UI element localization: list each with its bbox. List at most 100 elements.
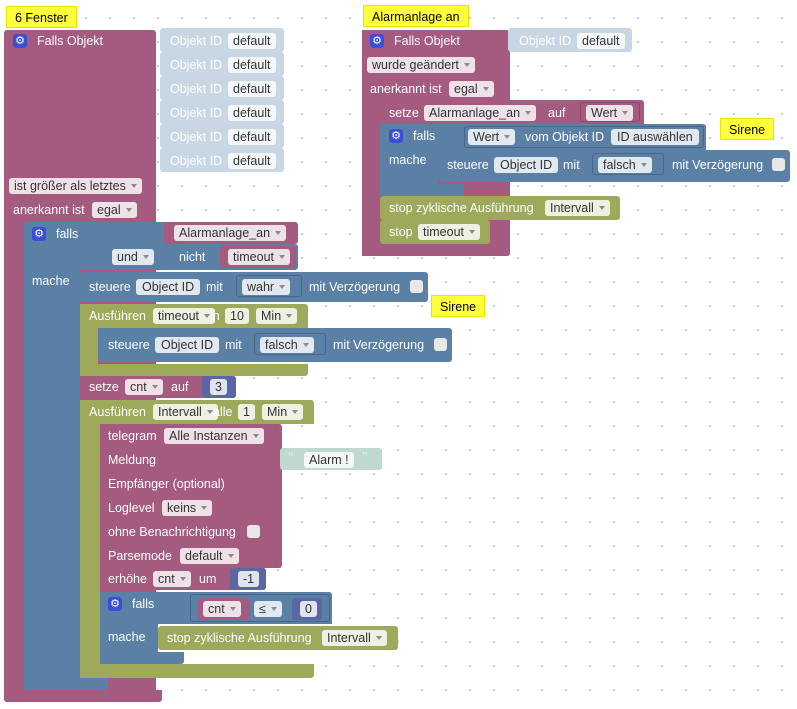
- left-object-label: Objekt ID: [170, 106, 223, 120]
- left-if-label: falls: [56, 227, 79, 241]
- right-select-id-field[interactable]: ID auswählen: [611, 129, 699, 145]
- left-parsemode-dropdown[interactable]: default: [180, 548, 239, 564]
- left-timeout-value-field[interactable]: 10: [225, 308, 249, 324]
- right-to-label: auf: [548, 106, 566, 120]
- left-not-label: nicht: [179, 250, 206, 264]
- left-interval-var-dropdown[interactable]: Intervall: [153, 404, 218, 420]
- left-object-label: Objekt ID: [170, 154, 223, 168]
- left-object-label: Objekt ID: [170, 130, 223, 144]
- left-object-value[interactable]: default: [228, 129, 276, 145]
- left-condition-dropdown[interactable]: ist größer als letztes: [9, 178, 142, 194]
- right-set-label: setze: [389, 106, 419, 120]
- left-object-label: Objekt ID: [170, 58, 223, 72]
- left-var-alarm-dropdown[interactable]: Alarmanlage_an: [174, 225, 287, 241]
- left-stop-cyclic-label: stop zyklische Ausführung: [167, 631, 312, 645]
- left-compare-value-field[interactable]: 0: [300, 601, 317, 617]
- left-value-true-dropdown[interactable]: wahr: [242, 279, 291, 295]
- left-to-label: auf: [171, 380, 189, 394]
- left-compare-var-dropdown[interactable]: cnt: [203, 601, 241, 617]
- left-value-false-dropdown[interactable]: falsch: [260, 337, 314, 353]
- left-telegram-label: telegram: [108, 429, 157, 443]
- left-timeout-unit-dropdown[interactable]: Min: [256, 308, 298, 324]
- left-var-timeout-dropdown[interactable]: timeout: [228, 249, 290, 265]
- comment-fenster[interactable]: 6 Fenster: [6, 6, 77, 28]
- comment-alarmanlage[interactable]: Alarmanlage an: [363, 5, 469, 27]
- left-stop-interval-dropdown[interactable]: Intervall: [322, 630, 387, 646]
- right-trigger-label: Falls Objekt: [394, 34, 460, 48]
- left-delay-label: mit Verzögerung: [333, 338, 425, 352]
- left-silent-checkbox[interactable]: [247, 525, 260, 538]
- left-trigger-label: Falls Objekt: [37, 34, 103, 48]
- left-control-label: steuere: [89, 280, 131, 294]
- right-object-id-field[interactable]: Object ID: [494, 157, 559, 173]
- comment-sirene-left[interactable]: Sirene: [431, 295, 486, 317]
- right-ack-label: anerkannt ist: [370, 82, 442, 96]
- left-with-label: mit: [206, 280, 223, 294]
- left-telegram-instance-dropdown[interactable]: Alle Instanzen: [164, 428, 264, 444]
- left-exec-label: Ausführen: [89, 309, 146, 323]
- left-if-cnt-gear-icon[interactable]: ⚙: [108, 597, 122, 611]
- right-changed-dropdown[interactable]: wurde geändert: [367, 57, 475, 73]
- left-ack-dropdown[interactable]: egal: [92, 202, 137, 218]
- left-compare-op-dropdown[interactable]: ≤: [254, 601, 282, 617]
- left-telegram-block[interactable]: [100, 424, 282, 568]
- right-stop-interval-dropdown[interactable]: Intervall: [545, 200, 610, 216]
- left-message-label: Meldung: [108, 453, 156, 467]
- left-object-value[interactable]: default: [228, 153, 276, 169]
- left-ack-label: anerkannt ist: [13, 203, 85, 217]
- left-if-cnt-label: falls: [132, 597, 155, 611]
- left-silent-label: ohne Benachrichtigung: [108, 525, 236, 539]
- left-if-gear-icon[interactable]: ⚙: [32, 227, 46, 241]
- left-interval-unit-dropdown[interactable]: Min: [262, 404, 304, 420]
- left-interval-value-field[interactable]: 1: [238, 404, 255, 420]
- comment-sirene-right[interactable]: Sirene: [720, 118, 775, 140]
- left-object-value[interactable]: default: [228, 81, 276, 97]
- left-and-dropdown[interactable]: und: [112, 249, 154, 265]
- left-delay-checkbox-2[interactable]: [434, 338, 447, 351]
- right-value-false-dropdown[interactable]: falsch: [598, 157, 652, 173]
- right-value-dropdown[interactable]: Wert: [586, 105, 634, 121]
- left-object-label: Objekt ID: [170, 82, 223, 96]
- right-stop-timeout-dropdown[interactable]: timeout: [418, 224, 480, 240]
- right-stop-cyclic-label: stop zyklische Ausführung: [389, 201, 534, 215]
- left-message-text-field[interactable]: Alarm !: [304, 452, 354, 468]
- right-control-label: steuere: [447, 158, 489, 172]
- right-delay-label: mit Verzögerung: [672, 158, 764, 172]
- left-parsemode-label: Parsemode: [108, 549, 172, 563]
- left-exec-label: Ausführen: [89, 405, 146, 419]
- left-cnt-value-field[interactable]: 3: [210, 379, 227, 395]
- right-object-value[interactable]: default: [577, 33, 625, 49]
- right-ack-dropdown[interactable]: egal: [449, 81, 494, 97]
- right-trigger-gear-icon[interactable]: ⚙: [370, 34, 384, 48]
- left-set-label: setze: [89, 380, 119, 394]
- left-loglevel-dropdown[interactable]: keins: [162, 500, 213, 516]
- right-if-value-dropdown[interactable]: Wert: [468, 129, 516, 145]
- left-timeout-var-dropdown[interactable]: timeout: [153, 308, 215, 324]
- left-increase-var-dropdown[interactable]: cnt: [153, 571, 191, 587]
- right-if-gear-icon[interactable]: ⚙: [389, 129, 403, 143]
- left-delay-label: mit Verzögerung: [309, 280, 401, 294]
- left-if-cnt-do-label: mache: [108, 630, 146, 644]
- left-increase-value-field[interactable]: -1: [238, 571, 260, 587]
- left-object-value[interactable]: default: [228, 57, 276, 73]
- left-every-label: alle: [213, 405, 233, 419]
- left-cnt-dropdown[interactable]: cnt: [125, 379, 163, 395]
- left-open-quote-icon: “: [288, 450, 294, 467]
- right-with-label: mit: [563, 158, 580, 172]
- right-from-object-label: vom Objekt ID: [525, 130, 605, 144]
- left-increase-label: erhöhe: [108, 572, 147, 586]
- left-object-value[interactable]: default: [228, 105, 276, 121]
- right-delay-checkbox[interactable]: [772, 158, 785, 171]
- left-object-id-field[interactable]: Object ID: [136, 279, 201, 295]
- left-object-label: Objekt ID: [170, 34, 223, 48]
- left-with-label: mit: [225, 338, 242, 352]
- right-set-var-dropdown[interactable]: Alarmanlage_an: [424, 105, 537, 121]
- right-stop-label: stop: [389, 225, 413, 239]
- left-object-value[interactable]: default: [228, 33, 276, 49]
- left-loglevel-label: Loglevel: [108, 501, 155, 515]
- left-by-label: um: [199, 572, 217, 586]
- left-object-id-field[interactable]: Object ID: [155, 337, 220, 353]
- right-object-label: Objekt ID: [519, 34, 572, 48]
- left-trigger-gear-icon[interactable]: ⚙: [13, 34, 27, 48]
- left-delay-checkbox-1[interactable]: [410, 280, 423, 293]
